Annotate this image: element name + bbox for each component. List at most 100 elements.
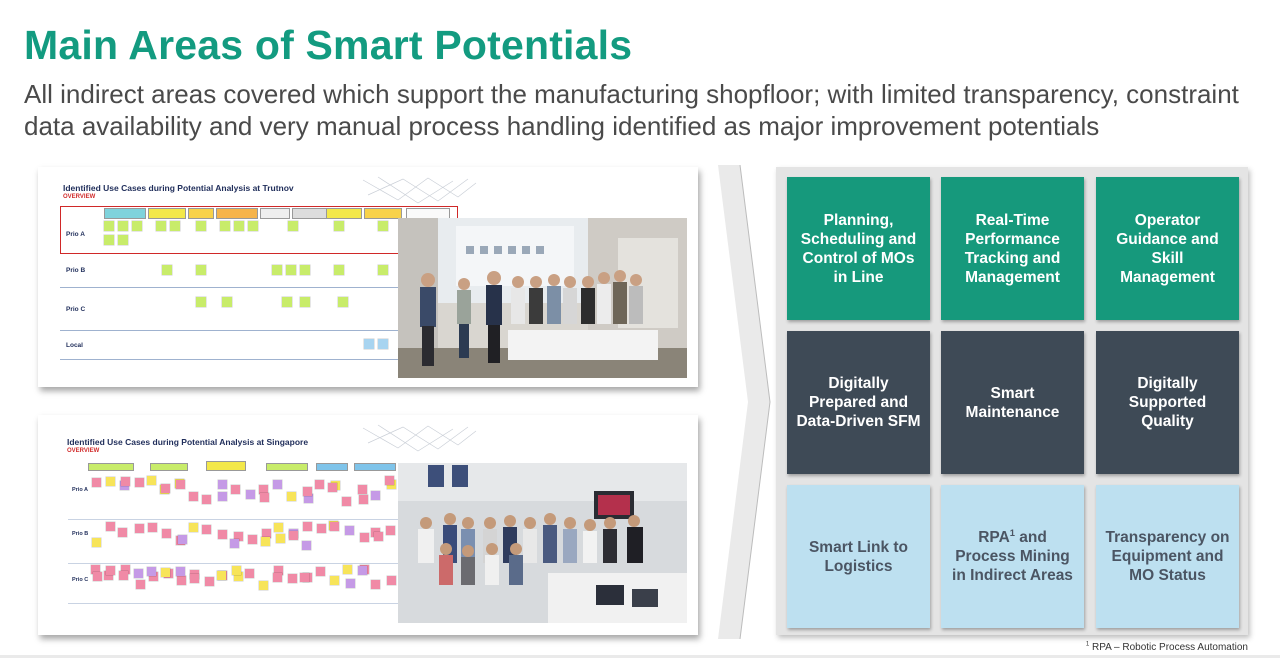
prio-row-label: Prio C bbox=[72, 577, 89, 583]
category-header bbox=[216, 208, 258, 219]
use-case-sticky-note bbox=[162, 265, 172, 275]
use-case-sticky-note bbox=[345, 526, 354, 535]
use-case-sticky-note bbox=[196, 221, 206, 231]
use-case-sticky-note bbox=[231, 485, 240, 494]
card-heading: Identified Use Cases during Potential An… bbox=[67, 437, 309, 447]
use-case-sticky-note bbox=[378, 265, 388, 275]
use-case-sticky-note bbox=[147, 567, 156, 576]
category-header bbox=[316, 463, 348, 471]
bottom-rule bbox=[0, 655, 1280, 658]
tile-label: Operator Guidance and Skill Management bbox=[1116, 211, 1219, 286]
use-case-sticky-note bbox=[274, 566, 283, 575]
use-case-sticky-note bbox=[259, 581, 268, 590]
category-header bbox=[364, 208, 402, 219]
use-case-sticky-note bbox=[162, 529, 171, 538]
use-case-sticky-note bbox=[190, 574, 199, 583]
use-case-sticky-note bbox=[330, 576, 339, 585]
use-case-sticky-note bbox=[135, 524, 144, 533]
use-case-sticky-note bbox=[217, 571, 226, 580]
use-case-sticky-note bbox=[317, 524, 326, 533]
use-case-sticky-note bbox=[289, 531, 298, 540]
use-case-sticky-note bbox=[205, 577, 214, 586]
use-case-sticky-note bbox=[358, 485, 367, 494]
tile-label: Real-Time Performance Tracking and Manag… bbox=[964, 211, 1061, 286]
category-header bbox=[206, 461, 246, 471]
category-header bbox=[266, 463, 308, 471]
use-case-sticky-note bbox=[218, 492, 227, 501]
use-case-sticky-note bbox=[273, 480, 282, 489]
use-case-sticky-note bbox=[132, 221, 142, 231]
use-case-sticky-note bbox=[262, 529, 271, 538]
use-case-sticky-note bbox=[178, 535, 187, 544]
footnote: 1 RPA – Robotic Process Automation bbox=[1086, 642, 1248, 653]
rpa-text-rest: and Process Mining in Indirect Areas bbox=[952, 529, 1073, 584]
team-workshop-photo-trutnov bbox=[398, 218, 687, 378]
row-divider bbox=[68, 563, 398, 564]
category-header bbox=[326, 208, 362, 219]
use-case-sticky-note bbox=[316, 567, 325, 576]
use-case-sticky-note bbox=[119, 571, 128, 580]
use-case-sticky-note bbox=[360, 533, 369, 542]
use-case-sticky-note bbox=[104, 571, 113, 580]
use-case-sticky-note bbox=[343, 565, 352, 574]
slide-subtitle: All indirect areas covered which support… bbox=[24, 79, 1239, 141]
use-case-sticky-note bbox=[248, 535, 257, 544]
use-case-sticky-note bbox=[230, 539, 239, 548]
tile-real-time-performance: Real-Time Performance Tracking and Manag… bbox=[941, 177, 1084, 320]
use-case-sticky-note bbox=[161, 568, 170, 577]
category-header bbox=[354, 463, 396, 471]
row-divider bbox=[68, 519, 398, 520]
use-case-sticky-note bbox=[338, 297, 348, 307]
tile-digital-quality: Digitally Supported Quality bbox=[1096, 331, 1239, 474]
prio-row-label: Prio A bbox=[66, 231, 85, 238]
row-divider bbox=[60, 359, 400, 360]
use-case-sticky-note bbox=[358, 566, 367, 575]
prio-row-label: Prio C bbox=[66, 306, 86, 313]
category-header bbox=[104, 208, 146, 219]
use-case-sticky-note bbox=[202, 525, 211, 534]
use-case-sticky-note bbox=[386, 526, 395, 535]
card-overview-label: OVERVIEW bbox=[63, 194, 96, 200]
use-case-sticky-note bbox=[121, 477, 130, 486]
use-case-sticky-note bbox=[234, 572, 243, 581]
use-case-sticky-note bbox=[300, 265, 310, 275]
use-case-sticky-note bbox=[245, 569, 254, 578]
use-case-sticky-note bbox=[274, 523, 283, 532]
use-case-sticky-note bbox=[259, 485, 268, 494]
use-case-sticky-note bbox=[177, 576, 186, 585]
smart-potentials-grid: Planning, Scheduling and Control of MOs … bbox=[776, 167, 1248, 635]
use-case-sticky-note bbox=[148, 523, 157, 532]
tile-label: Digitally Supported Quality bbox=[1128, 375, 1207, 430]
use-case-sticky-note bbox=[378, 339, 388, 349]
tile-operator-guidance: Operator Guidance and Skill Management bbox=[1096, 177, 1239, 320]
use-case-sticky-note bbox=[93, 572, 102, 581]
use-case-sticky-note bbox=[104, 235, 114, 245]
tile-label: RPA1 and Process Mining in Indirect Area… bbox=[949, 528, 1076, 585]
use-case-sticky-note bbox=[91, 565, 100, 574]
use-case-sticky-note bbox=[302, 541, 311, 550]
use-case-sticky-note bbox=[222, 297, 232, 307]
prio-row-label: Prio B bbox=[66, 267, 86, 274]
use-case-sticky-note bbox=[92, 478, 101, 487]
prio-row-label: Prio B bbox=[72, 531, 89, 537]
tile-label: Transparency on Equipment and MO Status bbox=[1105, 529, 1230, 584]
use-case-sticky-note bbox=[106, 566, 115, 575]
tile-smart-maintenance: Smart Maintenance bbox=[941, 331, 1084, 474]
category-header bbox=[260, 208, 290, 219]
use-case-sticky-note bbox=[149, 572, 158, 581]
use-case-sticky-note bbox=[261, 537, 270, 546]
use-case-sticky-note bbox=[220, 221, 230, 231]
use-case-sticky-note bbox=[300, 297, 310, 307]
prio-row-label: Local bbox=[66, 342, 83, 349]
footnote-marker: 1 bbox=[1085, 641, 1090, 648]
tile-transparency-equipment: Transparency on Equipment and MO Status bbox=[1096, 485, 1239, 628]
category-header bbox=[88, 463, 134, 471]
use-case-sticky-note bbox=[147, 476, 156, 485]
use-case-sticky-note bbox=[359, 495, 368, 504]
use-case-sticky-note bbox=[334, 265, 344, 275]
card-heading: Identified Use Cases during Potential An… bbox=[63, 183, 294, 193]
use-case-sticky-note bbox=[176, 567, 185, 576]
use-case-sticky-note bbox=[121, 565, 130, 574]
use-case-sticky-note bbox=[364, 339, 374, 349]
use-case-sticky-note bbox=[303, 522, 312, 531]
